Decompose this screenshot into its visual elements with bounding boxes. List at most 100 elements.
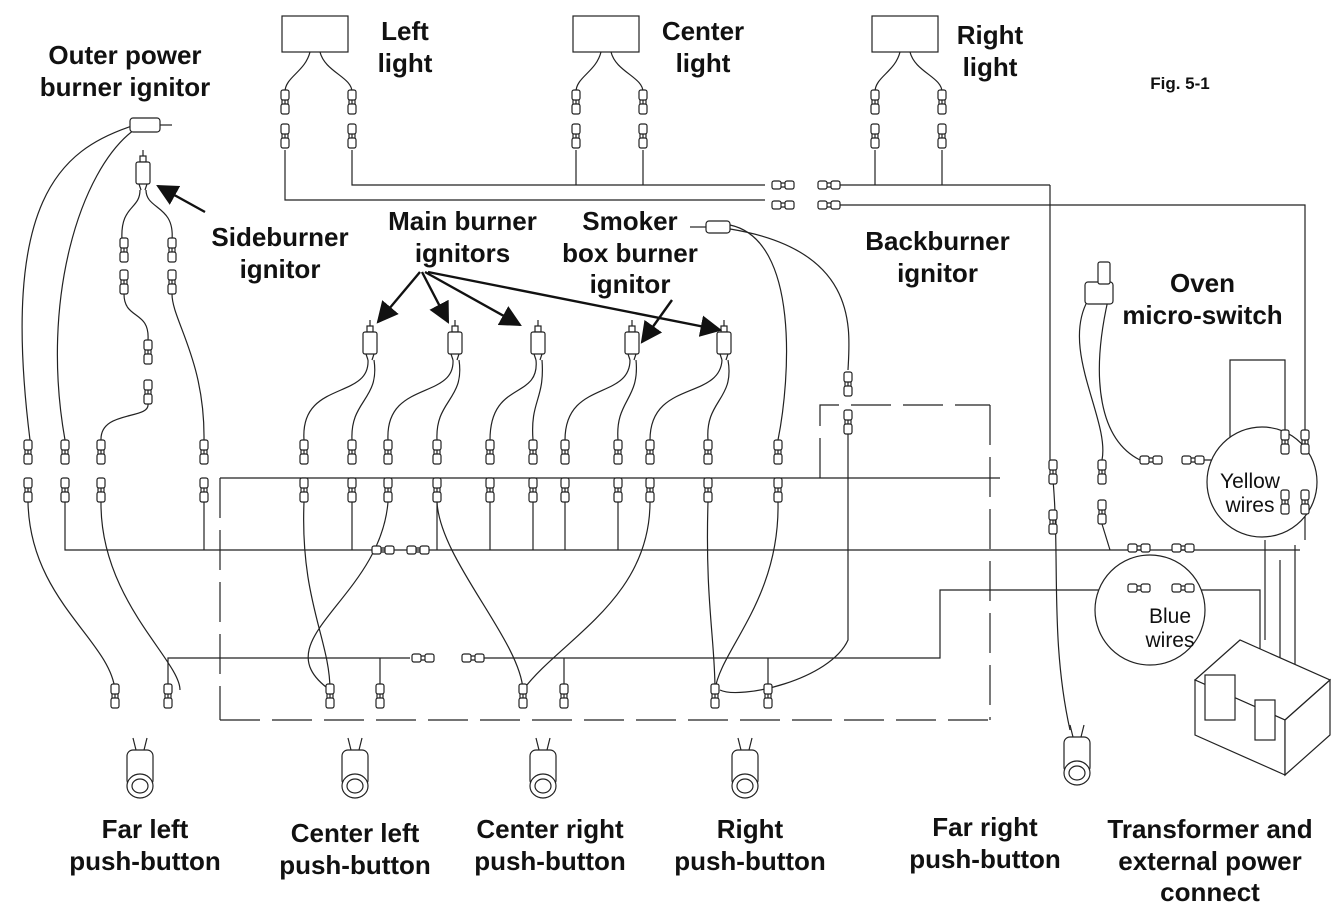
ignitor-body (362, 331, 378, 355)
connector-shell (419, 545, 430, 555)
connector-shell (347, 453, 357, 465)
smoker-box-arrow (640, 299, 673, 344)
connector-shell (96, 477, 106, 489)
connector-shell (280, 123, 290, 135)
ignitor-electrode (451, 325, 459, 333)
wire (610, 51, 644, 93)
connector-shell (773, 439, 783, 451)
wire (351, 359, 376, 441)
sideburner-ignitor-label: Sideburner ignitor (211, 222, 349, 284)
connector-shell (937, 89, 947, 101)
ignitor (447, 320, 463, 361)
connector-shell (703, 453, 713, 465)
connector-shell (771, 200, 782, 210)
connector-pins (381, 547, 385, 553)
connector-pins (471, 655, 475, 661)
ignitor-electrode (366, 325, 374, 333)
wire-connector (771, 180, 795, 190)
connector-shell (1097, 499, 1107, 511)
connector-shell (843, 385, 853, 397)
outer-power-burner-ignitor-label: Outer power burner ignitor (39, 40, 211, 102)
outer-ignitor-body (129, 117, 161, 133)
wire-connector (773, 477, 783, 503)
connector-shell (560, 453, 570, 465)
connector-pins (1181, 545, 1185, 551)
connector-shell (528, 477, 538, 489)
connector-shell (167, 237, 177, 249)
connector-shell (60, 439, 70, 451)
connector-shell (518, 683, 528, 695)
wire-connector (1097, 459, 1107, 485)
connector-shell (763, 697, 773, 709)
wire-connector (143, 339, 153, 365)
center-light-label: Center light (661, 16, 745, 78)
connector-shell (60, 453, 70, 465)
wire-connector (638, 89, 648, 115)
connector-shell (325, 683, 335, 695)
connector-shell (432, 453, 442, 465)
connector-shell (784, 200, 795, 210)
connector-shell (560, 491, 570, 503)
connector-shell (528, 491, 538, 503)
push-button-face (131, 778, 149, 794)
wire (719, 434, 849, 694)
wire (56, 129, 135, 441)
connector-shell (843, 371, 853, 383)
ignitor (716, 320, 732, 361)
connector-shell (375, 683, 385, 695)
connector-shell (1280, 503, 1290, 515)
wire (532, 359, 543, 441)
right-push-button-label: Right push-button (674, 814, 826, 876)
connector-shell (645, 439, 655, 451)
connector-shell (485, 477, 495, 489)
connector-shell (23, 453, 33, 465)
wire-connector (843, 371, 853, 397)
wire (1098, 299, 1141, 461)
wire-connector (199, 439, 209, 465)
wire (436, 359, 461, 441)
wire-connector (432, 477, 442, 503)
connector-pins (781, 202, 785, 208)
connector-shell (1181, 455, 1192, 465)
connector-pins (1137, 585, 1141, 591)
push-button-leads (132, 737, 148, 751)
wire (123, 293, 149, 341)
ignitor (530, 320, 546, 361)
connector-shell (773, 491, 783, 503)
connector-shell (528, 439, 538, 451)
connector-shell (817, 180, 828, 190)
connector-shell (96, 453, 106, 465)
connector-shell (23, 491, 33, 503)
wire (145, 189, 173, 241)
connector-shell (485, 453, 495, 465)
ignitor (624, 320, 640, 361)
wire-connector (299, 477, 309, 503)
connector-shell (1127, 543, 1138, 553)
wire-connector (347, 477, 357, 503)
connector-shell (199, 491, 209, 503)
connector-shell (299, 491, 309, 503)
connector-shell (383, 439, 393, 451)
connector-shell (1280, 443, 1290, 455)
connector-shell (110, 697, 120, 709)
center-right-push-button-label: Center right push-button (474, 814, 626, 876)
connector-shell (559, 683, 569, 695)
wire-connector (167, 237, 177, 263)
connector-shell (199, 477, 209, 489)
connector-shell (1097, 459, 1107, 471)
connector-shell (347, 477, 357, 489)
connector-shell (1140, 543, 1151, 553)
connector-shell (571, 123, 581, 135)
connector-shell (937, 137, 947, 149)
connector-shell (143, 379, 153, 391)
wire-connector (1048, 459, 1058, 485)
connector-shell (1139, 455, 1150, 465)
wire (387, 359, 454, 441)
transformer-side (1284, 678, 1331, 777)
connector-shell (347, 103, 357, 115)
blue-wires-label: Blue wires (1145, 605, 1195, 653)
wire (522, 501, 651, 691)
wire (167, 657, 410, 690)
wire (27, 501, 116, 691)
connector-shell (383, 453, 393, 465)
